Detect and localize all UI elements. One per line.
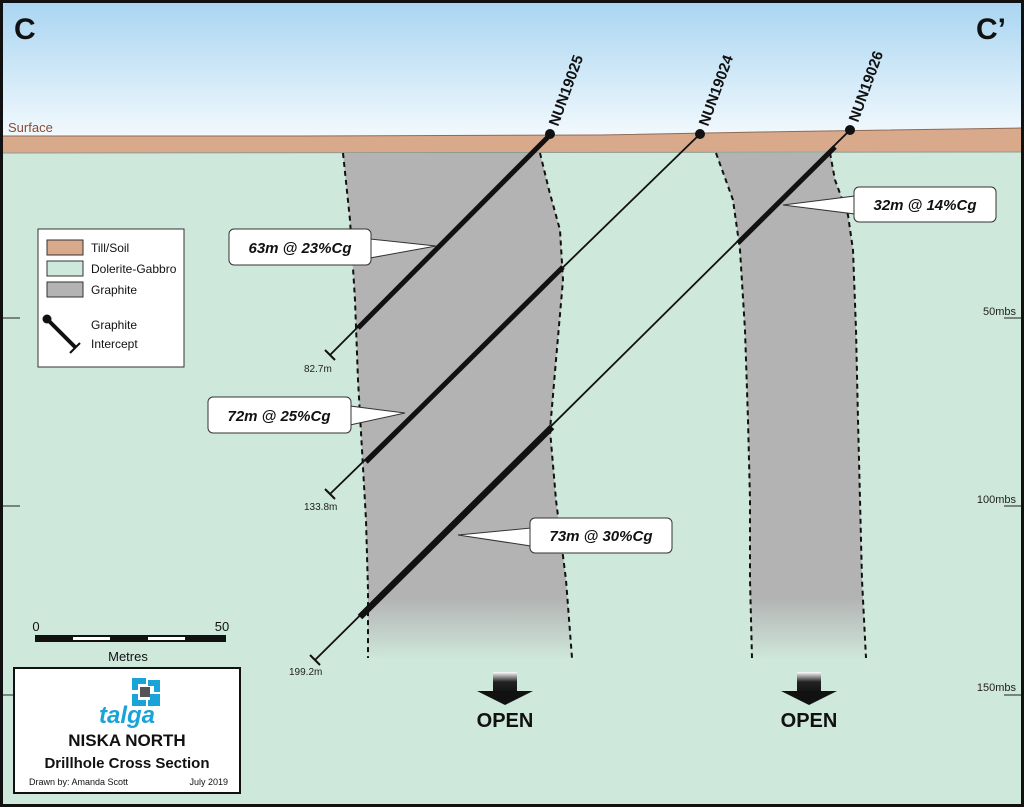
intercept-nun19024 bbox=[364, 265, 565, 464]
end-depth-nun19026: 199.2m bbox=[289, 667, 322, 678]
legend-swatch-graphite bbox=[46, 281, 84, 298]
legend-label-intercept-2: Intercept bbox=[91, 337, 138, 351]
graphite-fade bbox=[340, 598, 880, 660]
end-of-hole-nun19026 bbox=[309, 654, 321, 666]
depth-label-50: 50mbs bbox=[983, 306, 1017, 318]
collar-nun19024 bbox=[695, 129, 705, 139]
title-block: talga NISKA NORTH Drillhole Cross Sectio… bbox=[13, 667, 241, 794]
callout-text-nun19026-lower: 73m @ 30%Cg bbox=[549, 528, 652, 545]
callout-nun19026-lower: 73m @ 30%Cg bbox=[457, 517, 673, 554]
collar-nun19026 bbox=[845, 125, 855, 135]
graphite-zone-east bbox=[716, 153, 866, 658]
scale-bar-min: 0 bbox=[32, 619, 39, 634]
depth-label-100: 100mbs bbox=[977, 494, 1017, 506]
title-block-date: July 2019 bbox=[189, 777, 228, 787]
open-arrow-west bbox=[477, 672, 533, 705]
contact-line-4 bbox=[829, 152, 867, 659]
legend: Till/Soil Dolerite-Gabbro Graphite Graph… bbox=[37, 228, 185, 368]
section-label-left: C bbox=[14, 13, 36, 46]
title-block-title: NISKA NORTH bbox=[68, 731, 185, 750]
end-depth-nun19024: 133.8m bbox=[304, 502, 337, 513]
legend-label-graphite: Graphite bbox=[91, 283, 137, 297]
contact-line-2 bbox=[539, 152, 573, 659]
end-of-hole-nun19024 bbox=[324, 488, 336, 500]
legend-intercept-icon bbox=[42, 314, 81, 354]
scale-bar: 0 50 Metres bbox=[32, 619, 229, 664]
section-label-right: C’ bbox=[976, 13, 1006, 46]
scale-bar-max: 50 bbox=[215, 619, 229, 634]
callout-nun19025: 63m @ 23%Cg bbox=[228, 228, 437, 266]
legend-swatch-till-soil bbox=[46, 239, 84, 256]
end-depth-nun19025: 82.7m bbox=[304, 364, 332, 375]
scale-bar-unit: Metres bbox=[108, 649, 148, 664]
legend-swatch-dolerite bbox=[46, 260, 84, 277]
till-soil-layer bbox=[2, 128, 1022, 153]
callout-nun19026-upper: 32m @ 14%Cg bbox=[782, 186, 997, 223]
callout-nun19024: 72m @ 25%Cg bbox=[207, 396, 406, 434]
title-block-drawn-by: Drawn by: Amanda Scott bbox=[29, 777, 129, 787]
contact-line-3 bbox=[715, 152, 753, 659]
callout-text-nun19026-upper: 32m @ 14%Cg bbox=[873, 197, 976, 214]
legend-label-dolerite: Dolerite-Gabbro bbox=[91, 262, 177, 276]
talga-logo-icon bbox=[132, 678, 160, 706]
open-label-west: OPEN bbox=[477, 710, 534, 732]
open-arrow-east bbox=[781, 672, 837, 705]
title-block-subtitle: Drillhole Cross Section bbox=[44, 755, 209, 772]
intercept-nun19025 bbox=[356, 135, 550, 330]
open-label-east: OPEN bbox=[781, 710, 838, 732]
talga-logo-text: talga bbox=[99, 702, 155, 729]
legend-label-intercept-1: Graphite bbox=[91, 318, 137, 332]
callout-text-nun19024: 72m @ 25%Cg bbox=[227, 408, 330, 425]
intercept-nun19026-lower bbox=[357, 424, 555, 620]
depth-label-150: 150mbs bbox=[977, 682, 1017, 694]
end-of-hole-nun19025 bbox=[324, 349, 336, 361]
sky bbox=[2, 2, 1022, 136]
surface-label: Surface bbox=[8, 120, 53, 135]
callout-text-nun19025: 63m @ 23%Cg bbox=[248, 240, 351, 257]
collar-nun19025 bbox=[545, 129, 555, 139]
intercept-nun19026-upper bbox=[736, 145, 837, 245]
legend-label-till-soil: Till/Soil bbox=[91, 241, 129, 255]
